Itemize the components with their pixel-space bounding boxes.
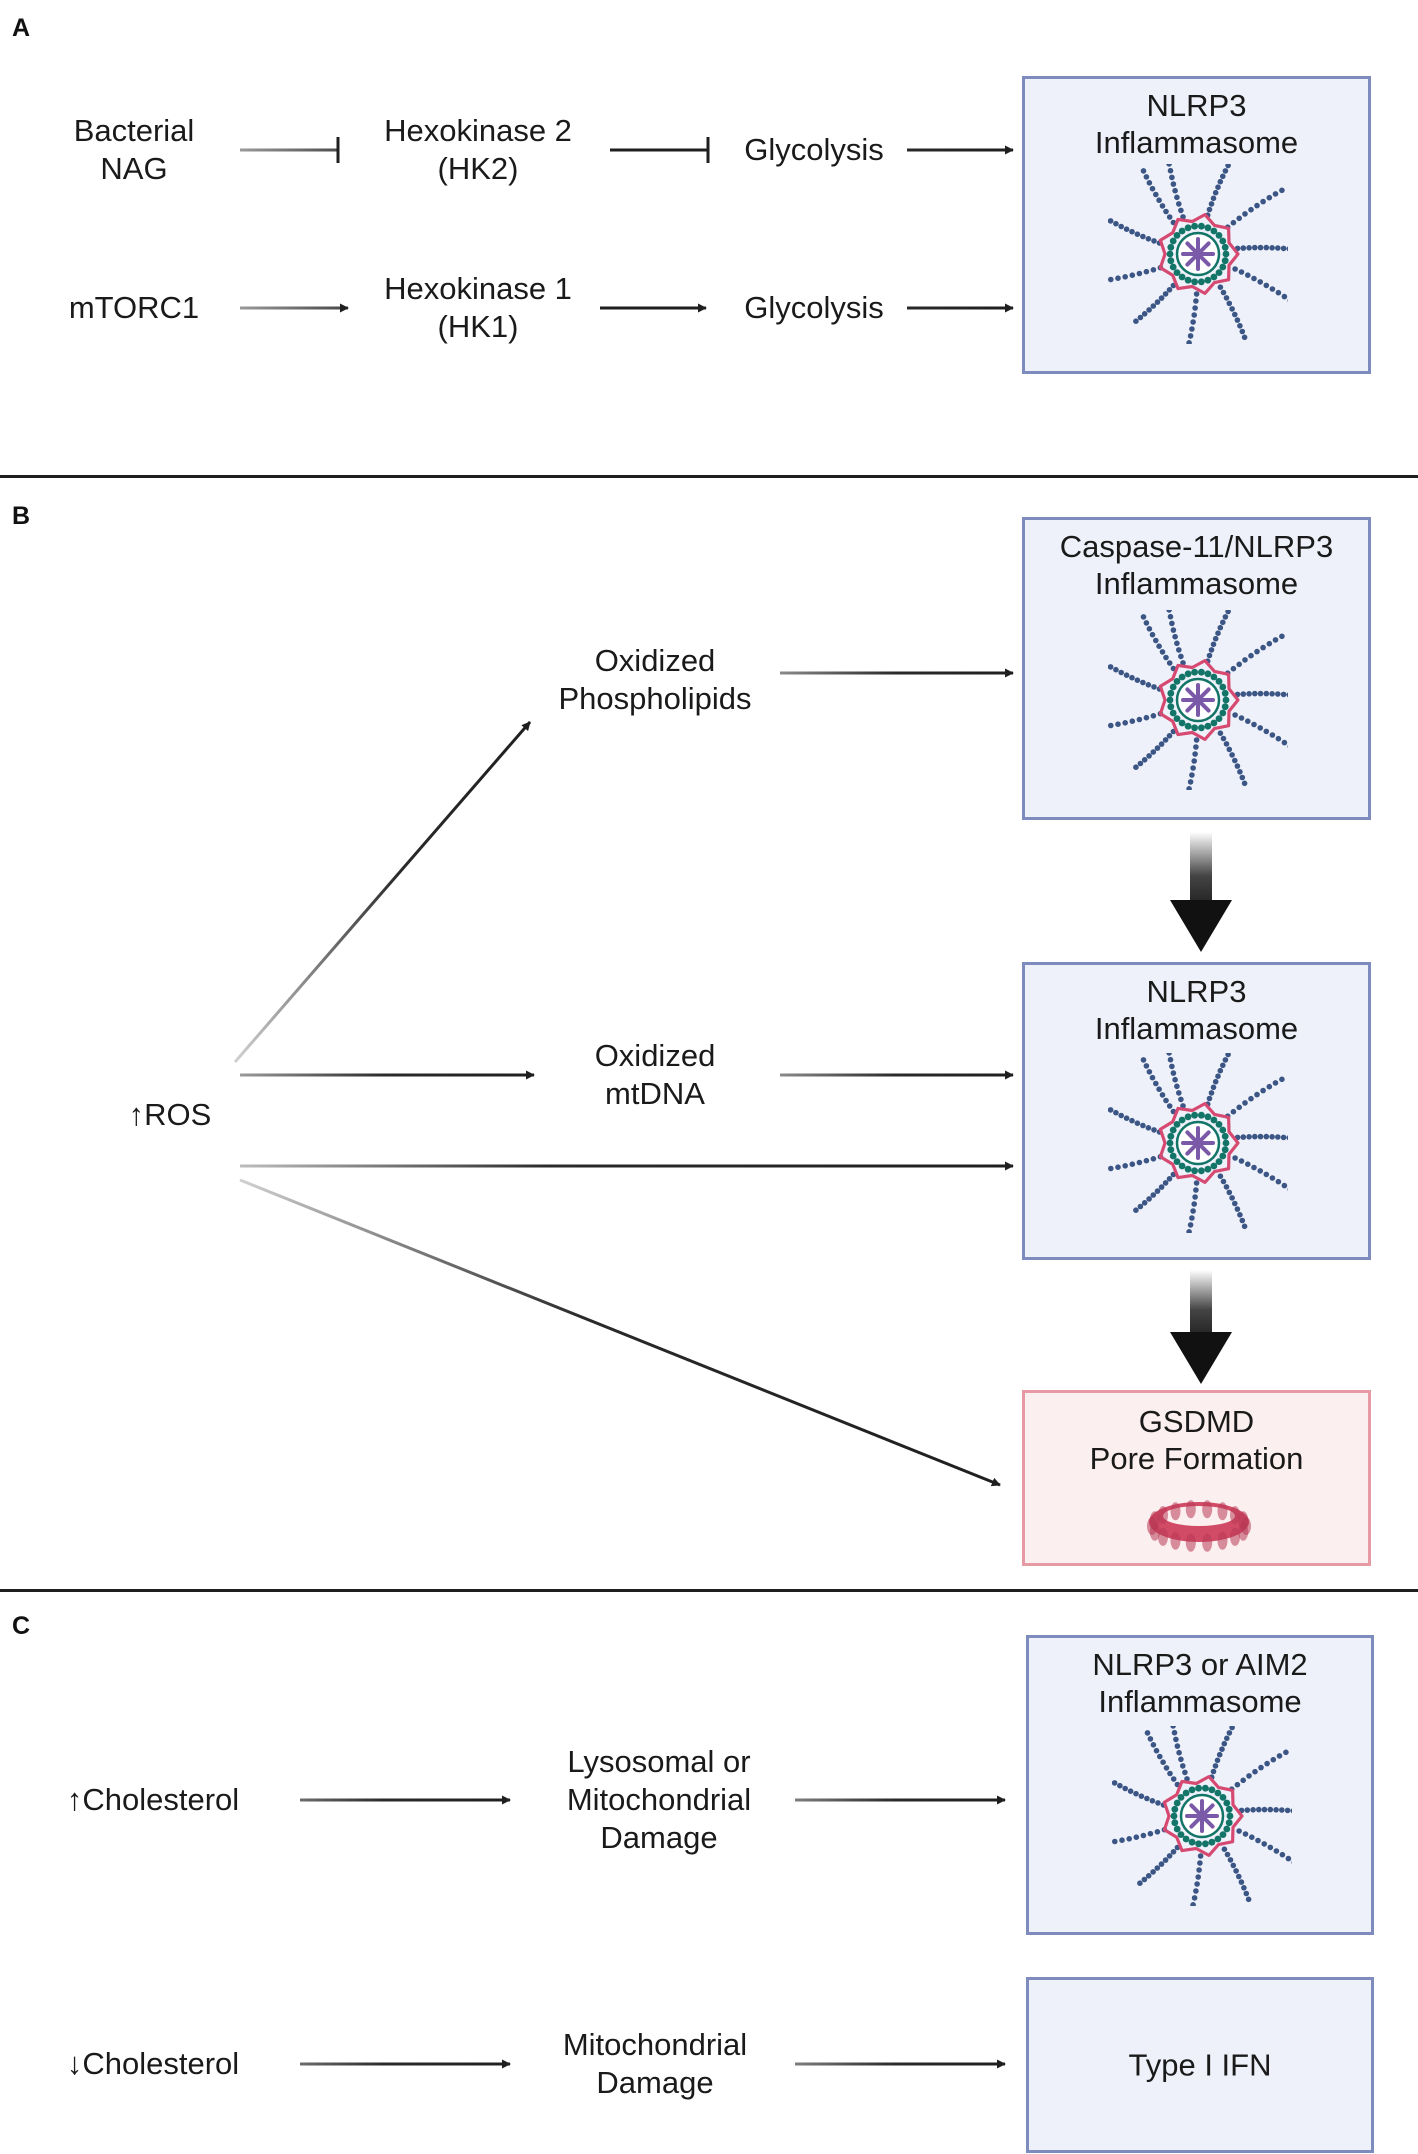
glycolysis-2-node: Glycolysis <box>744 290 884 325</box>
inhibit-hk2-glycolysis <box>610 137 710 163</box>
up-cholesterol-node: ↑Cholesterol <box>66 1782 240 1817</box>
panel-c-label: C <box>12 1612 31 1640</box>
gsdmd-box: GSDMD Pore Formation <box>1022 1390 1371 1566</box>
nlrp3-inflammasome-title: NLRP3 Inflammasome <box>1094 974 1299 1046</box>
panel-c-inflammasome-box: NLRP3 or AIM2 Inflammasome <box>1026 1635 1374 1935</box>
glycolysis-1-node: Glycolysis <box>744 132 884 167</box>
gsdmd-pore-icon <box>1147 1500 1251 1552</box>
inflammasome-icon <box>1108 1053 1288 1233</box>
arrow-ros-phospholipids <box>233 721 532 1063</box>
type1-ifn-box: Type I IFN <box>1026 1977 1374 2153</box>
hk1-node: Hexokinase 1 (HK1) <box>384 271 572 344</box>
mtorc1-node: mTORC1 <box>68 290 200 325</box>
gsdmd-title: GSDMD Pore Formation <box>1089 1404 1304 1476</box>
divider-a-b <box>0 475 1418 478</box>
caspase-inflammasome-title: Caspase-11/NLRP3 Inflammasome <box>1059 529 1334 601</box>
panel-c-inflammasome-title: NLRP3 or AIM2 Inflammasome <box>1092 1647 1308 1719</box>
panel-a-inflammasome-box: NLRP3 Inflammasome <box>1022 76 1371 374</box>
type1-ifn-title: Type I IFN <box>1128 2047 1272 2083</box>
nlrp3-inflammasome-box: NLRP3 Inflammasome <box>1022 962 1371 1260</box>
inflammasome-icon <box>1112 1726 1292 1906</box>
ros-node: ↑ROS <box>128 1097 212 1132</box>
caspase-inflammasome-box: Caspase-11/NLRP3 Inflammasome <box>1022 517 1371 820</box>
panel-b-label: B <box>12 502 31 530</box>
down-cholesterol-node: ↓Cholesterol <box>66 2046 240 2081</box>
lyso-mito-damage-node: Lysosomal or Mitochondrial Damage <box>566 1744 752 1855</box>
thick-arrow-caspase-nlrp3 <box>1170 832 1232 952</box>
thick-arrow-nlrp3-gsdmd <box>1170 1268 1232 1384</box>
hk2-node: Hexokinase 2 (HK2) <box>384 113 572 186</box>
inhibit-nag-hk2 <box>240 137 340 163</box>
arrow-ros-gsdmd <box>239 1178 1001 1487</box>
panel-a-inflammasome-title: NLRP3 Inflammasome <box>1094 88 1299 160</box>
bacterial-nag-node: Bacterial NAG <box>73 113 195 186</box>
oxidized-mtdna-node: Oxidized mtDNA <box>594 1038 716 1111</box>
divider-b-c <box>0 1589 1418 1592</box>
inflammasome-icon <box>1108 610 1288 790</box>
oxidized-phospholipids-node: Oxidized Phospholipids <box>558 643 752 716</box>
inflammasome-icon <box>1108 164 1288 344</box>
panel-a-label: A <box>12 14 31 42</box>
mito-damage-node: Mitochondrial Damage <box>562 2027 748 2100</box>
